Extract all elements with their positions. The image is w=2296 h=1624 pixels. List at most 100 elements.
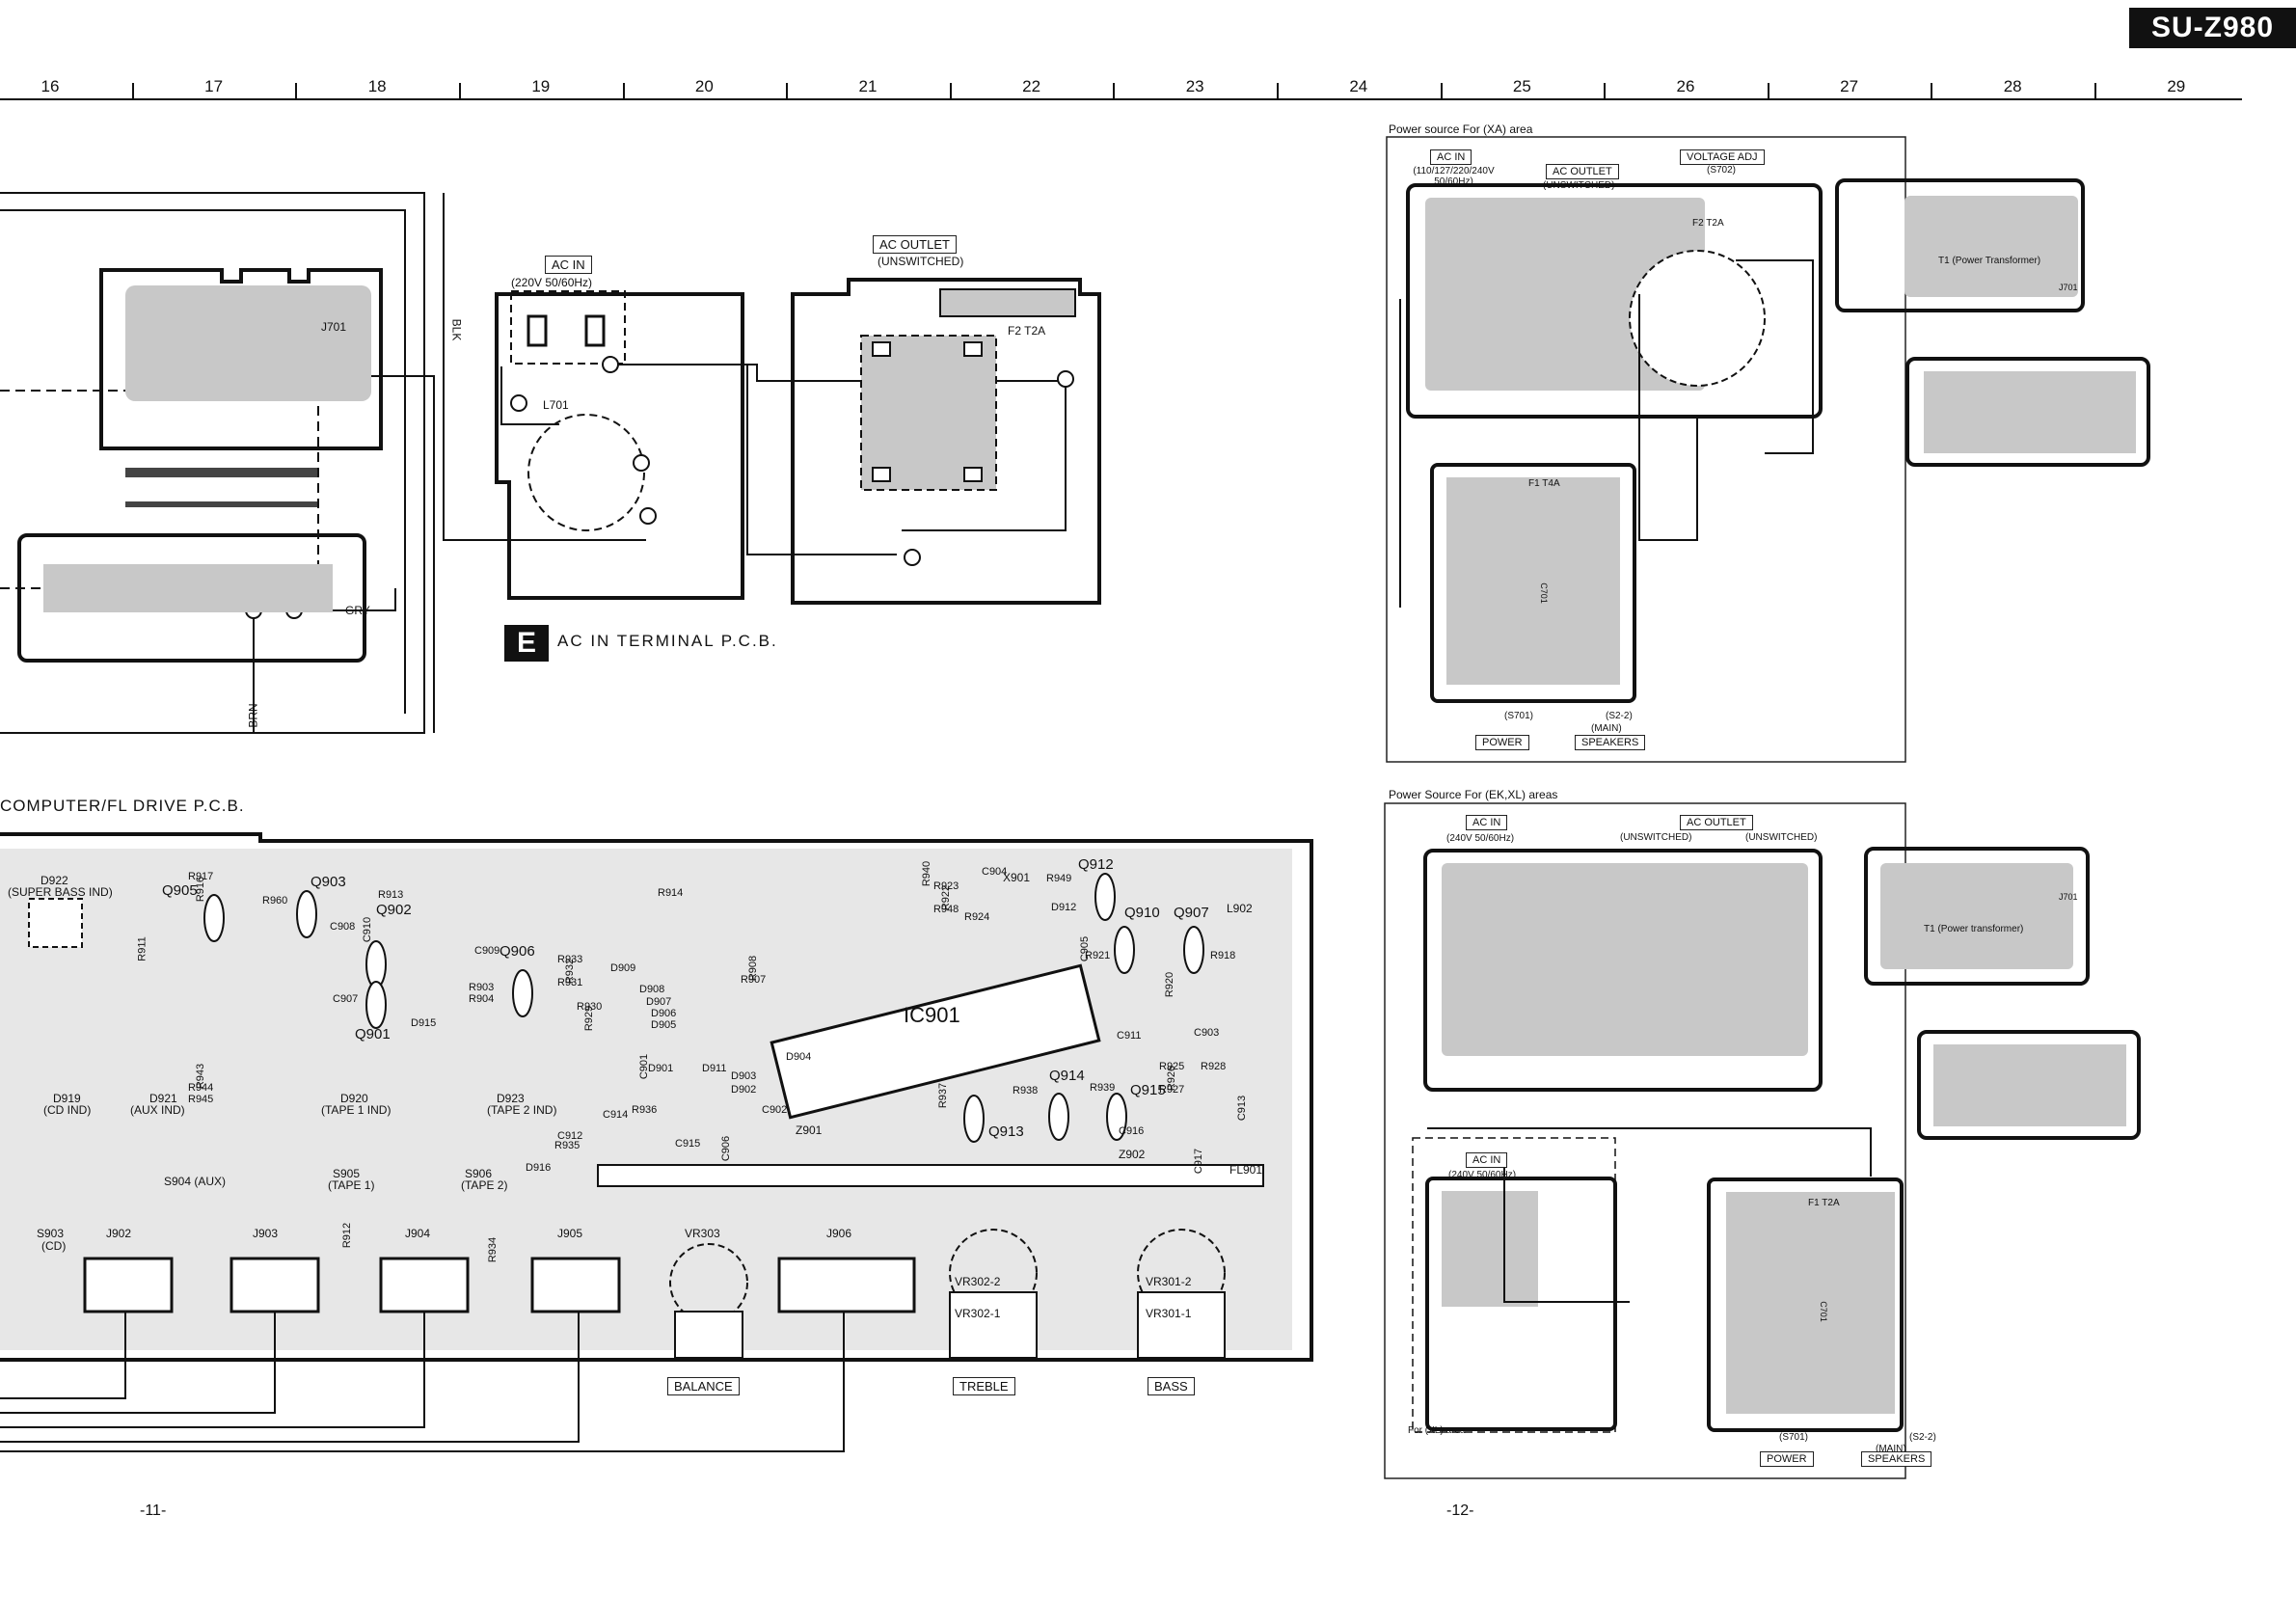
wire-brn: BRN bbox=[246, 703, 260, 728]
xl-ac-in-label: AC IN bbox=[1466, 1152, 1508, 1168]
q901: Q901 bbox=[355, 1026, 391, 1042]
grid-column-17: 17 bbox=[204, 77, 224, 95]
q902: Q902 bbox=[376, 902, 412, 918]
fl901-label: FL901 bbox=[1229, 1163, 1263, 1177]
xl-note: For (XL) area bbox=[1408, 1425, 1466, 1436]
pot-vr303: VR303 bbox=[685, 1227, 720, 1240]
capacitor-label: C904 bbox=[982, 866, 1008, 878]
xa-ac-outlet-sub: (UNSWITCHED) bbox=[1543, 180, 1615, 191]
resistor-label: R920 bbox=[1164, 971, 1176, 998]
l902: L902 bbox=[1227, 902, 1253, 915]
z902: Z902 bbox=[1119, 1148, 1146, 1161]
ek-xl-title: Power Source For (EK,XL) areas bbox=[1389, 788, 1558, 801]
fuse-label: F2 T2A bbox=[1008, 324, 1046, 338]
led-d921-sub: (AUX IND) bbox=[130, 1103, 185, 1117]
grid-column-26: 26 bbox=[1676, 77, 1695, 95]
wire-gry: GRY bbox=[345, 604, 370, 617]
resistor-label: R937 bbox=[937, 1082, 950, 1109]
grid-tick bbox=[622, 83, 625, 100]
resistor-label: R923 bbox=[933, 880, 959, 892]
resistor-label: R918 bbox=[1210, 950, 1236, 961]
xa-s701: (S701) bbox=[1504, 711, 1534, 721]
resistor-label: R924 bbox=[964, 911, 990, 923]
diode-label: D911 bbox=[702, 1063, 727, 1074]
resistor-label: R945 bbox=[188, 1094, 214, 1105]
resistor-label: R931 bbox=[557, 977, 583, 988]
ek-fuse: F1 T2A bbox=[1808, 1198, 1840, 1208]
diode-label: D906 bbox=[651, 1008, 677, 1019]
resistor-label: R935 bbox=[554, 1140, 581, 1151]
xa-connector: J701 bbox=[2059, 283, 2078, 292]
grid-column-23: 23 bbox=[1185, 77, 1204, 95]
led-d920-sub: (TAPE 1 IND) bbox=[321, 1103, 392, 1117]
capacitor-label: C912 bbox=[557, 1130, 583, 1142]
capacitor-label: C903 bbox=[1194, 1027, 1220, 1039]
computer-board-outline bbox=[0, 832, 1313, 1362]
q903: Q903 bbox=[311, 874, 346, 890]
capacitor-label: C909 bbox=[474, 945, 500, 957]
grid-tick bbox=[2094, 83, 2096, 100]
resistor-label: R930 bbox=[577, 1001, 603, 1013]
xa-title: Power source For (XA) area bbox=[1389, 122, 1533, 136]
ek-speakers: SPEAKERS bbox=[1861, 1451, 1932, 1467]
grid-column-22: 22 bbox=[1022, 77, 1041, 95]
resistor-label: R916 bbox=[195, 876, 207, 903]
xl-ac-in-rating: (240V 50/60Hz) bbox=[1448, 1170, 1517, 1180]
resistor-label: R907 bbox=[741, 974, 767, 986]
capacitor-label: C905 bbox=[1079, 935, 1092, 962]
xa-ac-outlet-label: AC OUTLET bbox=[1546, 164, 1619, 179]
resistor-label: R921 bbox=[1085, 950, 1111, 961]
ek-ac-outlet-label: AC OUTLET bbox=[1680, 815, 1753, 830]
capacitor-label: C906 bbox=[720, 1135, 733, 1162]
ek-ac-in-label: AC IN bbox=[1466, 815, 1508, 830]
balance-label: BALANCE bbox=[667, 1377, 740, 1395]
page-number-right: -12- bbox=[1446, 1502, 1474, 1519]
switch-s906: S906 bbox=[465, 1167, 493, 1180]
capacitor-label: C917 bbox=[1193, 1148, 1205, 1175]
resistor-label: R938 bbox=[1013, 1085, 1039, 1096]
capacitor-label: C910 bbox=[362, 916, 374, 943]
xa-c701: C701 bbox=[1538, 582, 1549, 604]
xa-voltage-adj-sub: (S702) bbox=[1707, 165, 1737, 176]
jack-j902: J902 bbox=[106, 1227, 132, 1240]
capacitor-label: C915 bbox=[675, 1138, 701, 1150]
grid-column-28: 28 bbox=[2003, 77, 2022, 95]
pot-vr301-2: VR301-2 bbox=[1146, 1275, 1192, 1288]
inductor-label: L701 bbox=[543, 398, 569, 412]
grid-ruler bbox=[0, 98, 2242, 100]
grid-tick bbox=[459, 83, 461, 100]
xa-fuse-top: F2 T2A bbox=[1692, 218, 1724, 229]
diode-label: D912 bbox=[1051, 902, 1077, 913]
treble-label: TREBLE bbox=[953, 1377, 1015, 1395]
diode-label: D916 bbox=[526, 1162, 552, 1174]
resistor-label: R939 bbox=[1090, 1082, 1116, 1094]
switch-s904: S904 (AUX) bbox=[164, 1175, 227, 1188]
resistor-label: R925 bbox=[1159, 1061, 1185, 1072]
led-d923: D923 bbox=[497, 1092, 525, 1105]
z901: Z901 bbox=[796, 1123, 823, 1137]
diode-label: D904 bbox=[786, 1051, 812, 1063]
q914: Q914 bbox=[1049, 1068, 1085, 1084]
led-d922: D922 bbox=[41, 874, 68, 887]
page-number-left: -11- bbox=[140, 1502, 167, 1519]
grid-tick bbox=[1604, 83, 1607, 100]
ek-s701: (S701) bbox=[1779, 1432, 1809, 1443]
grid-tick bbox=[1277, 83, 1279, 100]
resistor-label: R944 bbox=[188, 1082, 214, 1094]
resistor-label: R960 bbox=[262, 895, 288, 907]
pot-vr302-1: VR302-1 bbox=[955, 1307, 1001, 1320]
ic901-chip bbox=[770, 963, 1101, 1120]
resistor-label: R917 bbox=[188, 871, 214, 882]
pot-vr302-2: VR302-2 bbox=[955, 1275, 1001, 1288]
grid-column-27: 27 bbox=[1840, 77, 1859, 95]
capacitor-label: C916 bbox=[1119, 1125, 1145, 1137]
ek-connector: J701 bbox=[2059, 892, 2078, 902]
resistor-label: R928 bbox=[1201, 1061, 1227, 1072]
grid-tick bbox=[1931, 83, 1933, 100]
ek-xl-area-frame bbox=[1384, 802, 1906, 1479]
grid-column-16: 16 bbox=[41, 77, 60, 95]
ek-transformer: T1 (Power transformer) bbox=[1924, 924, 2024, 934]
ek-power: POWER bbox=[1760, 1451, 1814, 1467]
capacitor-label: C911 bbox=[1117, 1030, 1142, 1042]
